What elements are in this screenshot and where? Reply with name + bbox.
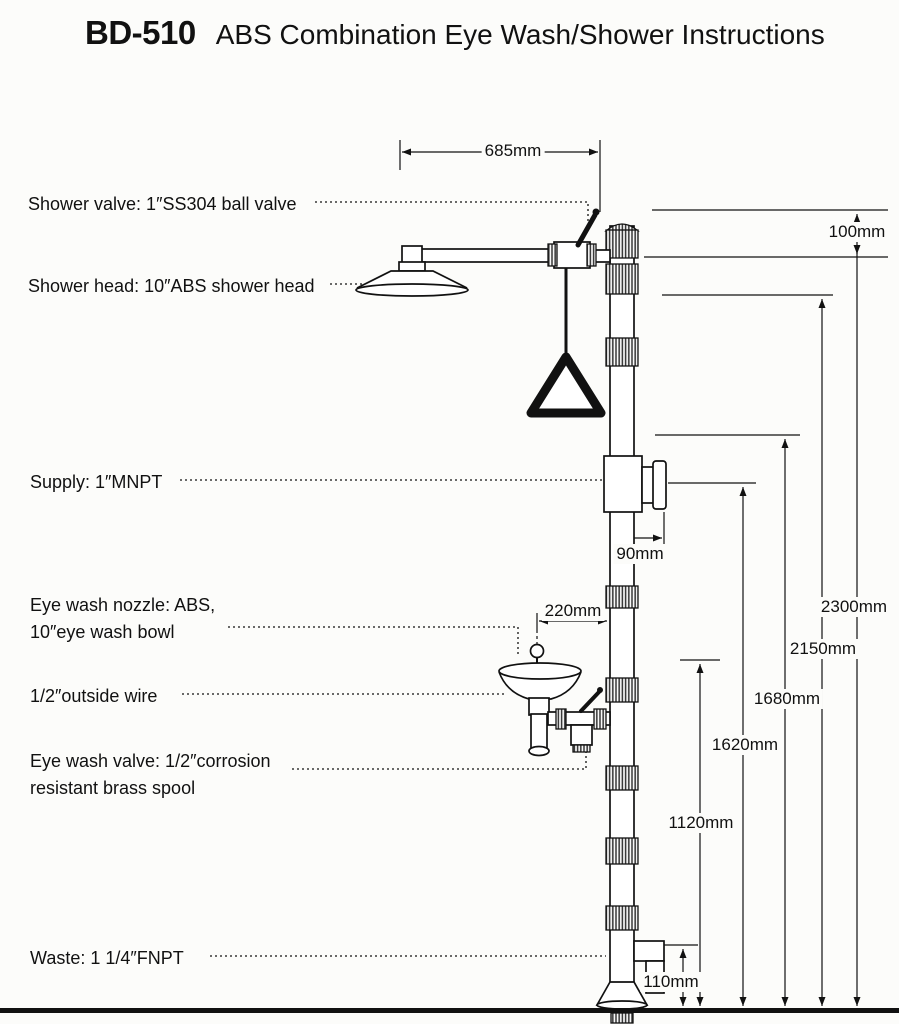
pipe-couplings [604, 223, 640, 931]
label-shower-head: Shower head: 10″ABS shower head [28, 276, 315, 296]
label-outside-wire: 1/2″outside wire [30, 686, 158, 706]
label-shower-valve: Shower valve: 1″SS304 ball valve [28, 194, 297, 214]
label-supply: Supply: 1″MNPT [30, 472, 163, 492]
leader-lines [180, 201, 606, 957]
model-number: BD-510 [85, 14, 196, 51]
pull-handle [526, 268, 606, 418]
label-eye-wash-valve: Eye wash valve: 1/2″corrosion resistant … [30, 751, 271, 798]
dimension-lines [399, 140, 888, 1006]
eye-wash-nozzle [529, 643, 545, 659]
label-eye-wash-nozzle: Eye wash nozzle: ABS, 10″eye wash bowl [30, 595, 216, 642]
shower-arm [417, 208, 611, 269]
shower-head [355, 245, 469, 297]
ground-line [0, 1008, 899, 1013]
page-title: BD-510 ABS Combination Eye Wash/Shower I… [85, 14, 825, 52]
dim-arm-width: 685mm [481, 141, 545, 161]
below-ground-stub [610, 1012, 634, 1024]
dim-valve-height: 1620mm [708, 735, 782, 755]
dim-supply-outlet: 90mm [613, 544, 667, 564]
dim-shower-head-height: 2150mm [786, 639, 860, 659]
label-waste: Waste: 1 1/4″FNPT [30, 948, 184, 968]
dim-waste-height: 110mm [640, 972, 702, 992]
shower-valve-body [553, 241, 591, 269]
eye-wash-assembly [498, 643, 611, 757]
dim-bowl-offset: 220mm [541, 601, 605, 621]
dim-overall-height: 2300mm [817, 597, 891, 617]
supply-tee [603, 455, 667, 513]
eye-wash-valve-spool [570, 724, 593, 746]
dim-top-offset: 100mm [825, 222, 889, 242]
eye-wash-valve-handle [579, 690, 601, 713]
dim-bowl-height: 1120mm [665, 813, 737, 833]
leader-eye-wash-nozzle [228, 626, 519, 654]
leader-shower-valve [315, 201, 589, 222]
eye-wash-bowl [498, 662, 582, 680]
shower-valve-handle [575, 212, 598, 248]
document-title: ABS Combination Eye Wash/Shower Instruct… [215, 19, 825, 50]
dim-supply-height: 1680mm [750, 689, 824, 709]
shower-arm-pipe [417, 248, 557, 263]
fixture-drawing [355, 208, 667, 1010]
